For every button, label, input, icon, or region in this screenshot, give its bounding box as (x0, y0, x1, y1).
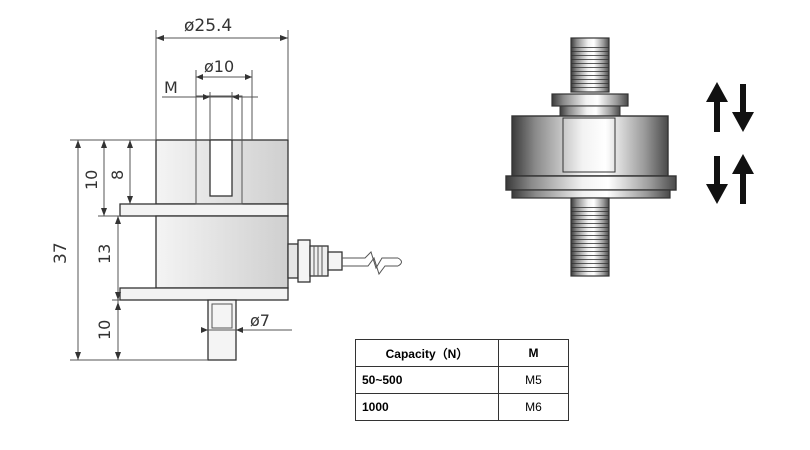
header-capacity: Capacity（N） (355, 339, 499, 367)
top-height-label: 10 (82, 170, 101, 190)
compression-arrows (706, 154, 754, 204)
bottom-flange (119, 287, 289, 301)
flange-plate (119, 203, 289, 217)
thread-label: M (164, 78, 178, 97)
upper-stud (195, 95, 243, 205)
table-row: 1000 M6 (355, 393, 569, 421)
middle-block (155, 215, 289, 289)
total-height-label: 37 (51, 242, 71, 264)
table-header-row: Capacity（N） M (355, 339, 569, 367)
cable-gland (287, 239, 343, 283)
capacity-cell: 1000 (355, 393, 499, 421)
arrow-down-icon (706, 156, 728, 204)
inner-diameter-label: ø10 (204, 57, 234, 76)
base-plate (505, 175, 677, 191)
tension-arrows (706, 82, 754, 132)
arrow-up-icon (706, 82, 728, 132)
side-view-drawing: ø25.4 ø10 M 37 10 8 (51, 16, 402, 361)
capacity-table: Capacity（N） M 50~500 M5 1000 M6 (355, 339, 569, 421)
header-m: M (498, 339, 569, 367)
bottom-height-label: 10 (95, 320, 114, 340)
m-cell: M6 (498, 393, 569, 421)
washer (551, 93, 629, 107)
middle-height-label: 13 (95, 244, 114, 264)
arrow-down-icon (732, 84, 754, 132)
m-cell: M5 (498, 366, 569, 394)
sensor-rendering (505, 37, 677, 277)
sensor-body (511, 115, 669, 177)
top-inner-height-label: 8 (108, 170, 127, 180)
table-row: 50~500 M5 (355, 366, 569, 394)
outer-diameter-label: ø25.4 (184, 16, 232, 36)
capacity-cell: 50~500 (355, 366, 499, 394)
cable (342, 251, 402, 276)
arrow-up-icon (732, 154, 754, 204)
cable-diameter-label: ø7 (250, 311, 270, 330)
